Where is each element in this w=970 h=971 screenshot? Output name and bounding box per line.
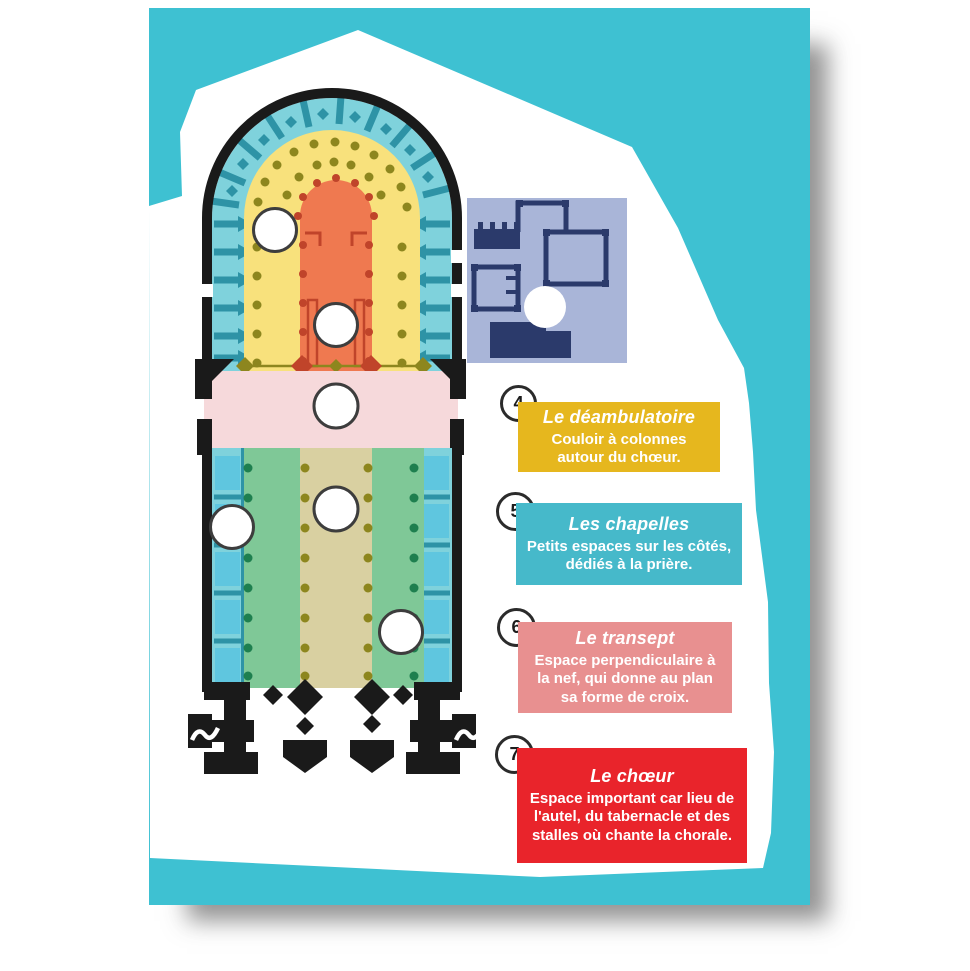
legend-description: Couloir à colonnes autour du chœur. (551, 430, 687, 466)
legend-description: Petits espaces sur les côtés, dédiés à l… (526, 537, 732, 573)
legend-label-box: Le chœur Espace important car lieu de l'… (517, 748, 747, 863)
legend-description: Espace important car lieu de l'autel, du… (529, 790, 735, 844)
legend-title: Le transept (575, 628, 675, 649)
legend-title: Les chapelles (568, 513, 690, 534)
legend-label-box: Les chapelles Petits espaces sur les côt… (516, 503, 742, 585)
legend-label-box: Le déambulatoire Couloir à colonnes auto… (518, 402, 720, 472)
legend-label-box: Le transept Espace perpendiculaire à la … (518, 622, 732, 713)
legend-title: Le déambulatoire (542, 406, 696, 427)
legend-description: Espace perpendiculaire à la nef, qui don… (534, 652, 716, 706)
legend-title: Le chœur (590, 766, 674, 787)
